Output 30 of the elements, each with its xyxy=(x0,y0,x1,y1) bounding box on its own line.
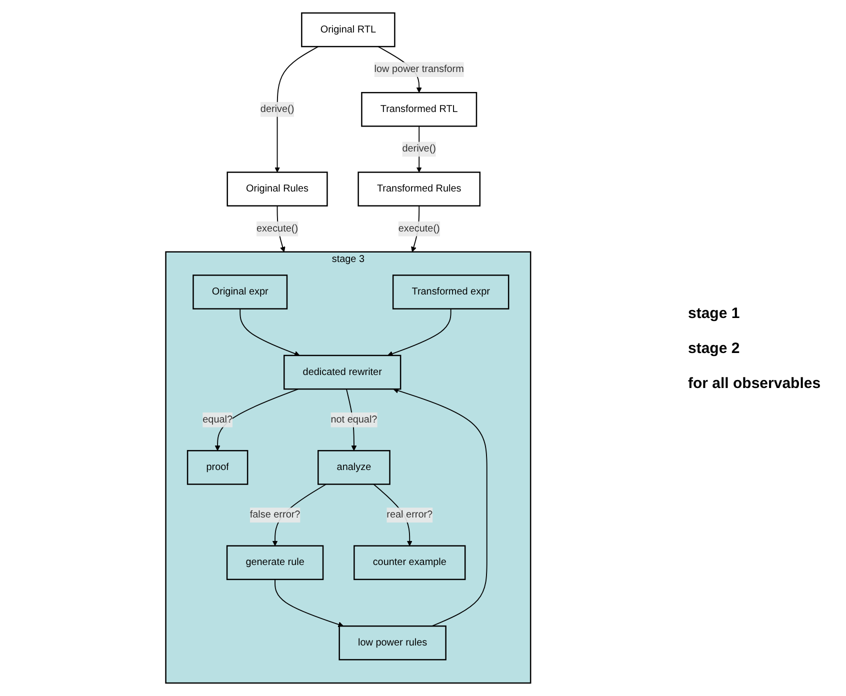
arrow xyxy=(274,46,319,172)
note-text: for all observables xyxy=(688,374,822,392)
edge-label: derive() xyxy=(402,144,436,154)
node-box: Transformed expr xyxy=(392,274,510,310)
node-box: proof xyxy=(186,450,248,485)
node-box: Original RTL xyxy=(300,12,396,48)
edge-label: execute() xyxy=(398,223,440,234)
node-box: counter example xyxy=(353,545,466,580)
node-box: Original Rules xyxy=(226,172,328,206)
arrow xyxy=(387,308,452,356)
edge-label: low power transform xyxy=(374,64,464,75)
node-box: Transformed Rules xyxy=(358,172,480,206)
node-box: Transformed RTL xyxy=(360,92,477,127)
edge-label: real error? xyxy=(386,509,432,520)
note-text: stage 1 xyxy=(688,304,741,322)
node-box: low power rules xyxy=(338,625,446,660)
node-box: analyze xyxy=(317,450,390,485)
node-box: generate rule xyxy=(226,545,324,580)
edge-label: not equal? xyxy=(330,414,378,425)
arrow xyxy=(214,388,299,451)
edge-label: false error? xyxy=(250,509,300,520)
node-box: Original expr xyxy=(192,274,288,310)
edge-label: derive() xyxy=(260,104,294,114)
arrow xyxy=(239,308,300,356)
arrow xyxy=(392,388,488,627)
edge-label: execute() xyxy=(256,223,298,234)
arrow xyxy=(274,578,344,628)
note-text: stage 2 xyxy=(688,340,741,356)
node-box: dedicated rewriter xyxy=(283,354,401,390)
edge-label: equal? xyxy=(202,414,232,425)
